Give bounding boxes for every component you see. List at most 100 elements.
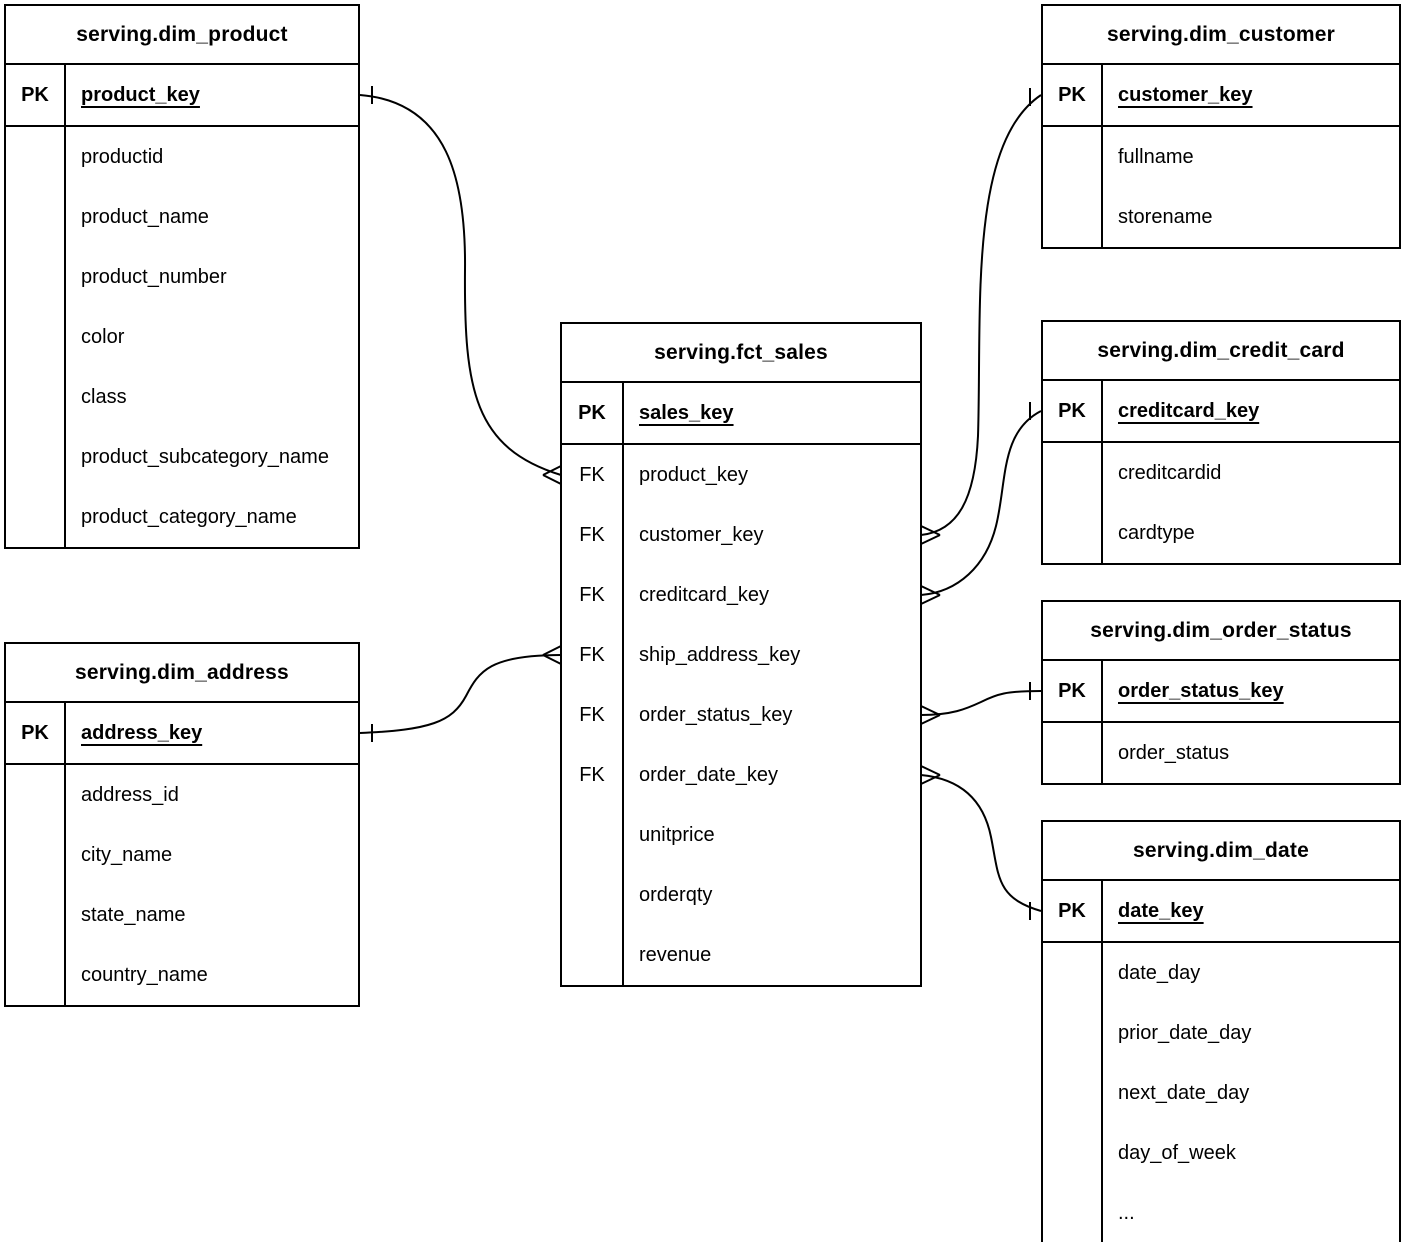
field-row: fullname [1118, 146, 1194, 168]
table-title: serving.dim_credit_card [1043, 322, 1399, 381]
crow-foot-order-status [920, 705, 941, 725]
pk-field: order_status_key [1118, 679, 1284, 702]
key-gutter [1043, 443, 1103, 563]
fk-badge: FK [579, 643, 605, 666]
field-row: creditcard_key [639, 584, 770, 606]
fk-badge: FK [579, 583, 605, 606]
field-row: order_status [1118, 742, 1230, 764]
table-dim-customer: serving.dim_customer PK customer_key ful… [1041, 4, 1401, 249]
field-row: product_subcategory_​name [81, 446, 329, 468]
table-dim-address: serving.dim_address PK address_key addre… [4, 642, 360, 1007]
field-row: order_status_key [639, 704, 793, 726]
field-row: revenue [639, 944, 712, 966]
fk-badge [562, 805, 622, 865]
table-body: date_day prior_date_day next_date_day da… [1043, 943, 1399, 1242]
fk-badge: FK [579, 523, 605, 546]
relationship-product-line [359, 94, 562, 476]
table-title: serving.dim_date [1043, 822, 1399, 881]
pk-row: PK customer_key [1043, 65, 1399, 127]
key-gutter: FK FK FK FK FK FK [562, 445, 624, 985]
pk-field: sales_key [639, 401, 734, 424]
field-row: unitprice [639, 824, 715, 846]
table-dim-date: serving.dim_date PK date_key date_day pr… [1041, 820, 1401, 1242]
pk-badge: PK [1043, 65, 1103, 125]
pk-field: product_key [81, 83, 200, 106]
relationship-address-line [359, 654, 562, 734]
field-row: productid [81, 146, 164, 168]
table-body: FK FK FK FK FK FK product_key customer_k… [562, 445, 920, 985]
pk-badge: PK [6, 65, 66, 125]
relationship-order-date-line [920, 774, 1042, 912]
field-row: color [81, 326, 125, 348]
relationship-customer-line [920, 94, 1042, 536]
table-body: order_status [1043, 723, 1399, 783]
pk-row: PK creditcard_key [1043, 381, 1399, 443]
field-list: creditcardid cardtype [1103, 443, 1399, 563]
crow-foot-creditcard [920, 585, 941, 605]
field-row: address_id [81, 784, 179, 806]
field-row: product_name [81, 206, 209, 228]
field-row: creditcardid [1118, 462, 1222, 484]
field-list: productid product_name product_number co… [66, 127, 358, 547]
relationship-order-date [920, 765, 1042, 920]
fk-badge: FK [579, 763, 605, 786]
fk-badge [562, 865, 622, 925]
relationship-address [359, 645, 562, 742]
field-row: product_number [81, 266, 227, 288]
crow-foot-address [542, 645, 562, 665]
pk-row: PK address_key [6, 703, 358, 765]
pk-badge: PK [562, 383, 624, 443]
field-row: prior_date_day [1118, 1022, 1252, 1044]
field-row: ... [1118, 1202, 1135, 1224]
pk-field: customer_key [1118, 83, 1253, 106]
table-title: serving.dim_address [6, 644, 358, 703]
table-title: serving.fct_sales [562, 324, 920, 383]
key-gutter [1043, 723, 1103, 783]
field-list: address_id city_name state_name country_… [66, 765, 358, 1005]
field-row: state_name [81, 904, 186, 926]
table-title: serving.dim_customer [1043, 6, 1399, 65]
table-title: serving.dim_product [6, 6, 358, 65]
key-gutter [1043, 943, 1103, 1242]
field-row: product_category_name [81, 506, 297, 528]
table-body: address_id city_name state_name country_… [6, 765, 358, 1005]
table-dim-credit-card: serving.dim_credit_card PK creditcard_ke… [1041, 320, 1401, 565]
pk-field: address_key [81, 721, 203, 744]
field-row: next_date_day [1118, 1082, 1250, 1104]
field-list: product_key customer_key creditcard_key … [624, 445, 920, 985]
field-row: storename [1118, 206, 1213, 228]
pk-row: PK sales_key [562, 383, 920, 445]
pk-row: PK order_status_key [1043, 661, 1399, 723]
table-body: productid product_name product_number co… [6, 127, 358, 547]
pk-row: PK product_key [6, 65, 358, 127]
field-row: day_of_week [1118, 1142, 1236, 1164]
table-body: fullname storename [1043, 127, 1399, 247]
field-row: city_name [81, 844, 173, 866]
field-row: product_key [639, 464, 748, 486]
field-row: country_name [81, 964, 208, 986]
field-list: fullname storename [1103, 127, 1399, 247]
field-row: class [81, 386, 127, 408]
table-fct-sales: serving.fct_sales PK sales_key FK FK FK … [560, 322, 922, 987]
pk-field: date_key [1118, 899, 1204, 922]
field-row: customer_key [639, 524, 764, 546]
field-row: ship_address_key [639, 644, 801, 666]
relationship-order-status [920, 682, 1042, 725]
field-row: order_date_key [639, 764, 778, 786]
table-body: creditcardid cardtype [1043, 443, 1399, 563]
field-row: cardtype [1118, 522, 1195, 544]
crow-foot-product [542, 465, 562, 485]
table-dim-product: serving.dim_product PK product_key produ… [4, 4, 360, 549]
relationship-order-status-line [920, 690, 1042, 716]
relationship-creditcard-line [920, 410, 1042, 596]
pk-badge: PK [1043, 381, 1103, 441]
field-row: orderqty [639, 884, 713, 906]
pk-field: creditcard_key [1118, 399, 1260, 422]
field-list: date_day prior_date_day next_date_day da… [1103, 943, 1399, 1242]
relationship-creditcard [920, 402, 1042, 605]
key-gutter [1043, 127, 1103, 247]
field-row: date_day [1118, 962, 1201, 984]
relationship-customer [920, 88, 1042, 545]
table-title: serving.dim_order_status [1043, 602, 1399, 661]
